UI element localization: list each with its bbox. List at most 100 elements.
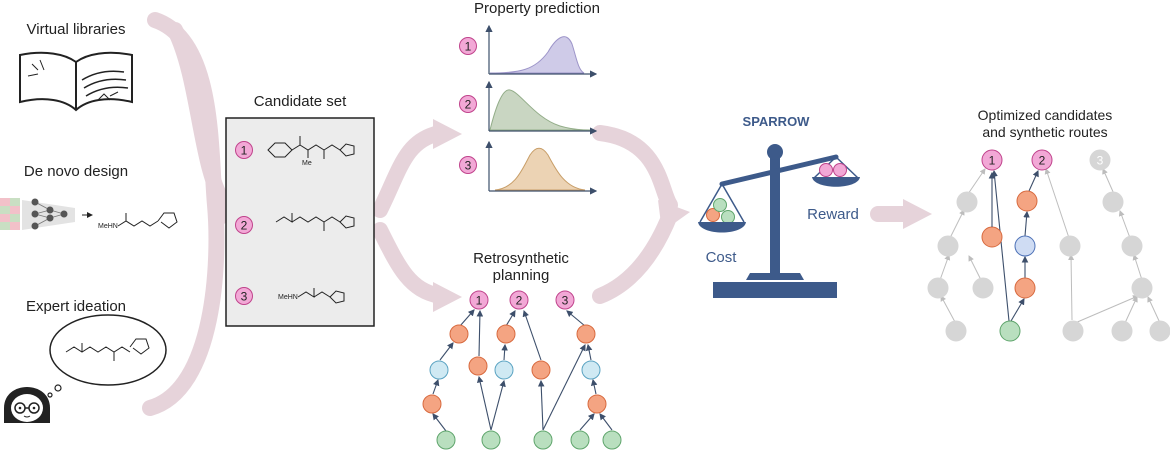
property-plot-1: 1: [459, 24, 598, 78]
property-plot-2: 2: [459, 80, 598, 135]
property-flow-arrowhead: [433, 119, 462, 149]
candidate-number: 3: [241, 290, 248, 304]
retro-target-number: 1: [476, 294, 483, 308]
building-block-node: [602, 430, 622, 450]
optimized-title-line1: Optimized candidates: [978, 107, 1113, 123]
candidate-number-badge: [235, 141, 253, 159]
plot-number: 2: [465, 98, 472, 112]
gray-node: [972, 277, 994, 299]
candidate-set-title: Candidate set: [254, 93, 347, 110]
intermediate-node: [531, 360, 551, 380]
intermediate-node: [1016, 190, 1038, 212]
retro-target-node: [509, 290, 529, 310]
intermediate-node: [576, 324, 596, 344]
gray-node: [927, 277, 949, 299]
building-block-node: [436, 430, 456, 450]
gray-node: [956, 191, 978, 213]
building-block-node: [570, 430, 590, 450]
gray-node: [1059, 235, 1081, 257]
intermediate-node: [981, 226, 1003, 248]
property-plot-3: 3: [459, 140, 598, 195]
gray-node: [937, 235, 959, 257]
optimized-title-line2: and synthetic routes: [982, 124, 1107, 140]
reward-ball: [833, 163, 847, 177]
plot-number-badge: [459, 156, 477, 174]
cost-ball: [721, 210, 735, 224]
reward-ball: [819, 163, 833, 177]
flow-arrows: [142, 12, 913, 416]
retro-nodes: [422, 290, 622, 450]
intermediate-node: [468, 356, 488, 376]
gray-target-node: [1089, 149, 1111, 171]
retrosynthetic-title-line1: Retrosynthetic: [473, 250, 569, 267]
candidate-molecule-2: [275, 213, 355, 231]
candidate-number: 2: [241, 219, 248, 233]
retro-flow-arrowhead: [433, 282, 462, 312]
thought-bubble-dot-large: [54, 384, 62, 392]
building-block-node: [481, 430, 501, 450]
optimized-gray-edges: [939, 168, 1161, 324]
building-block-node: [999, 320, 1021, 342]
plot-number: 1: [465, 40, 472, 54]
candidate-molecule-3: [297, 288, 345, 304]
retro-target-number: 3: [562, 294, 569, 308]
intermediate-node-blue: [429, 360, 449, 380]
expert-ideation-label: Expert ideation: [26, 298, 126, 315]
intermediate-node: [449, 324, 469, 344]
virtual-libraries-label: Virtual libraries: [27, 21, 126, 38]
neural-network-icon: [0, 198, 75, 230]
building-block-node: [533, 430, 553, 450]
candidate-meh-label: MeHN: [278, 294, 298, 301]
intermediate-node-blue: [494, 360, 514, 380]
cost-label: Cost: [706, 249, 738, 266]
candidate-me-label: Me: [302, 160, 312, 167]
candidate-to-property-flow: [372, 125, 448, 218]
optimized-target-number: 3: [1097, 154, 1104, 168]
sparrow-flow-arrowhead: [658, 200, 690, 232]
distribution-curve: [489, 36, 585, 74]
candidate-number-badge: [235, 287, 253, 305]
expert-avatar: [4, 387, 50, 423]
plot-number-badge: [459, 37, 477, 55]
retro-target-number: 2: [516, 294, 523, 308]
intermediate-node-blue: [581, 360, 601, 380]
optimized-target-number: 2: [1039, 154, 1046, 168]
optimized-flow-arrowhead: [903, 199, 932, 229]
thought-bubble: [49, 314, 167, 386]
sparrow-title: SPARROW: [743, 114, 811, 129]
retrosynthetic-title-line2: planning: [493, 267, 550, 284]
book-icon: [19, 51, 133, 112]
ideation-molecule: [65, 338, 150, 361]
distribution-curve: [489, 89, 591, 131]
plot-number: 3: [465, 159, 472, 173]
intermediate-node: [496, 324, 516, 344]
optimized-target-node: [1031, 149, 1053, 171]
gray-node: [1149, 320, 1170, 342]
de-novo-design-label: De novo design: [24, 163, 128, 180]
retro-target-node: [469, 290, 489, 310]
retro-target-node: [555, 290, 575, 310]
distribution-curve: [494, 147, 586, 191]
candidate-molecule-1: [267, 136, 355, 159]
candidate-to-retro-flow: [372, 222, 448, 304]
gray-node: [1131, 277, 1153, 299]
gray-node: [1111, 320, 1133, 342]
retro-to-sparrow-flow: [592, 207, 678, 304]
gray-node: [945, 320, 967, 342]
optimized-target-node: [981, 149, 1003, 171]
gray-node: [1062, 320, 1084, 342]
property-prediction-title: Property prediction: [474, 0, 600, 17]
intermediate-node: [422, 394, 442, 414]
optimized-route-edges: [991, 169, 1039, 322]
intermediate-node: [587, 394, 607, 414]
de-novo-molecule-meh-label: MeHN: [98, 223, 118, 230]
thought-bubble-dot-small: [47, 392, 53, 398]
cost-ball: [706, 208, 720, 222]
plot-number-badge: [459, 95, 477, 113]
gray-node: [1102, 191, 1124, 213]
candidate-number-badge: [235, 216, 253, 234]
cost-ball: [713, 198, 727, 212]
optimized-nodes: [927, 149, 1170, 342]
optimized-target-number: 1: [989, 154, 996, 168]
